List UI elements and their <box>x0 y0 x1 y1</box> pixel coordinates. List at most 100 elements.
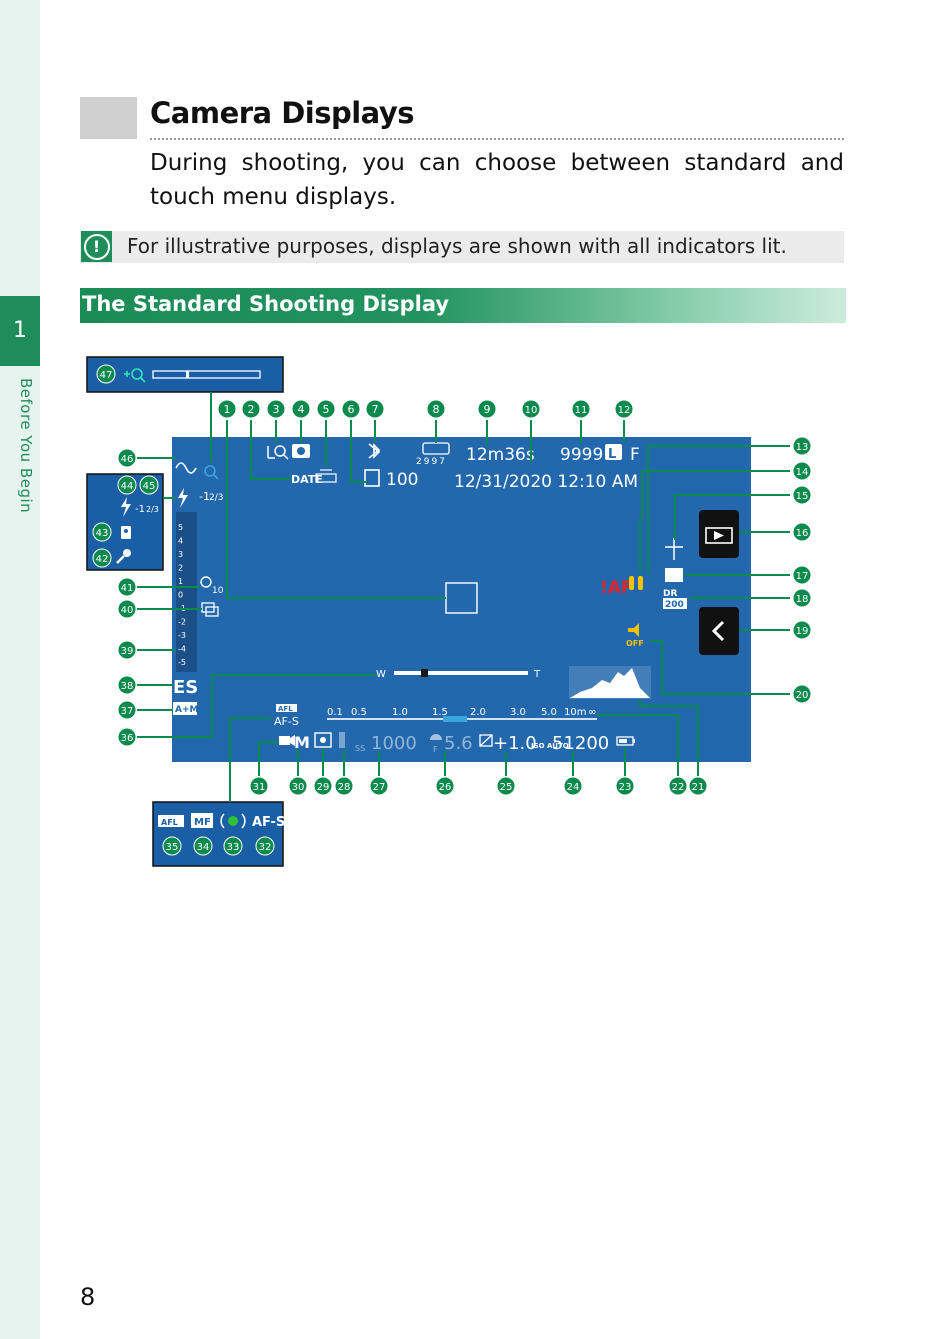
wireless-transfer-icon <box>315 469 337 483</box>
exposure-scale-label: -3 <box>178 631 186 640</box>
zoom-indicator <box>421 669 428 677</box>
callout-marker <box>615 776 635 796</box>
dynamic-range-badge <box>663 598 687 609</box>
inset-af-s-label: AF-S <box>252 815 285 830</box>
af-mf-badge <box>173 702 197 715</box>
image-size: L <box>608 447 616 462</box>
temperature-warning-icon <box>629 576 643 590</box>
note-text: For illustrative purposes, displays are … <box>127 234 787 258</box>
callout-marker <box>241 399 261 419</box>
callout-number: 4 <box>298 403 305 416</box>
callout-number: 35 <box>166 842 179 853</box>
dynamic-range: 200 <box>665 600 684 610</box>
bluetooth-icon <box>368 443 381 459</box>
callout-marker <box>369 776 389 796</box>
menu-back-button[interactable] <box>699 607 739 655</box>
touch-zoom-icon <box>267 445 289 460</box>
callout-marker <box>426 399 446 419</box>
distance-scale-label: 1.5 <box>432 707 448 718</box>
zoom-bar <box>394 671 528 675</box>
callout-number: 33 <box>227 842 240 853</box>
side-strip <box>0 0 40 1339</box>
chapter-label: Before You Begin <box>17 378 35 514</box>
callout-number: 42 <box>96 554 109 565</box>
callout-number: 3 <box>273 403 280 416</box>
distance-scale-label: 1.0 <box>392 707 408 718</box>
callout-number: 11 <box>575 405 588 416</box>
callout-marker <box>117 700 137 720</box>
self-timer-icon <box>200 576 212 588</box>
callout-marker <box>117 577 137 597</box>
callout-number: 40 <box>121 605 134 616</box>
image-quality: F <box>630 445 640 465</box>
callout-marker <box>365 399 385 419</box>
callout-number: 47 <box>100 370 113 381</box>
ae-lock-icon <box>339 732 345 748</box>
chapter-number: 1 <box>13 318 27 343</box>
callout-number: 28 <box>338 782 351 793</box>
exposure-scale-label: 0 <box>178 591 183 600</box>
metering-icon <box>314 732 332 748</box>
note-box <box>80 231 844 263</box>
page-number: 8 <box>80 1283 96 1311</box>
callout-marker <box>792 485 812 505</box>
callout-number: 44 <box>121 481 134 492</box>
self-timer-value: 10 <box>212 586 224 596</box>
callout-number: 27 <box>373 782 386 793</box>
remaining-time: 12m36s <box>466 445 535 465</box>
depth-of-field-indicator <box>443 716 467 722</box>
callout-number: 41 <box>121 583 134 594</box>
shutter-type: ES <box>173 677 198 698</box>
callout-number: 29 <box>317 782 330 793</box>
callout-number: 37 <box>121 706 134 717</box>
frames-remaining: 9999 <box>560 445 603 465</box>
callout-number: 19 <box>796 626 809 637</box>
exposure-scale-label: -4 <box>178 645 186 654</box>
distance-scale-label: 0.5 <box>351 707 367 718</box>
af-mode: AF-S <box>274 715 299 728</box>
callout-marker <box>334 776 354 796</box>
sound-off-icon <box>628 623 639 637</box>
playback-button[interactable] <box>699 510 739 558</box>
callout-marker <box>255 836 275 856</box>
callout-marker <box>688 776 708 796</box>
flash-comp-frac: 2/3 <box>209 493 223 503</box>
callout-marker <box>288 776 308 796</box>
image-size-icon <box>605 444 622 460</box>
focus-indicator-icon <box>220 813 246 829</box>
date-time: 12/31/2020 12:10 AM <box>454 472 638 492</box>
caution-icon: ! <box>81 231 112 262</box>
callout-marker <box>792 620 812 640</box>
flash-icon <box>121 497 131 517</box>
callout-number: 31 <box>253 782 266 793</box>
callout-number: 9 <box>484 403 491 416</box>
callout-marker <box>435 776 455 796</box>
page-title: Camera Displays <box>150 96 415 130</box>
callout-marker <box>217 399 237 419</box>
flash-comp-int: -1 <box>199 490 210 503</box>
af-plus-mf: A+M <box>175 705 199 715</box>
callout-number: 13 <box>796 442 809 453</box>
iso-value: 51200 <box>552 733 609 754</box>
callout-number: 36 <box>121 733 134 744</box>
microphone-icon <box>116 549 131 564</box>
callout-marker <box>92 548 112 568</box>
film-sim-badge <box>665 568 683 582</box>
callout-number: 24 <box>567 782 580 793</box>
callout-marker <box>316 399 336 419</box>
callout-marker <box>249 776 269 796</box>
callout-marker <box>792 565 812 585</box>
callout-marker <box>117 727 137 747</box>
distance-scale-label: 10m <box>564 707 586 718</box>
callout-marker <box>266 399 286 419</box>
shutter-speed: 1000 <box>371 733 417 754</box>
callout-number: 6 <box>348 403 355 416</box>
exposure-scale-label: 1 <box>178 577 183 586</box>
histogram <box>569 666 651 699</box>
title-divider <box>150 138 844 140</box>
focus-zoom-icon <box>124 368 146 383</box>
aspect-ratio-icon <box>665 538 683 560</box>
callout-marker <box>571 399 591 419</box>
inset-flash-comp-int: -1 <box>135 504 145 515</box>
